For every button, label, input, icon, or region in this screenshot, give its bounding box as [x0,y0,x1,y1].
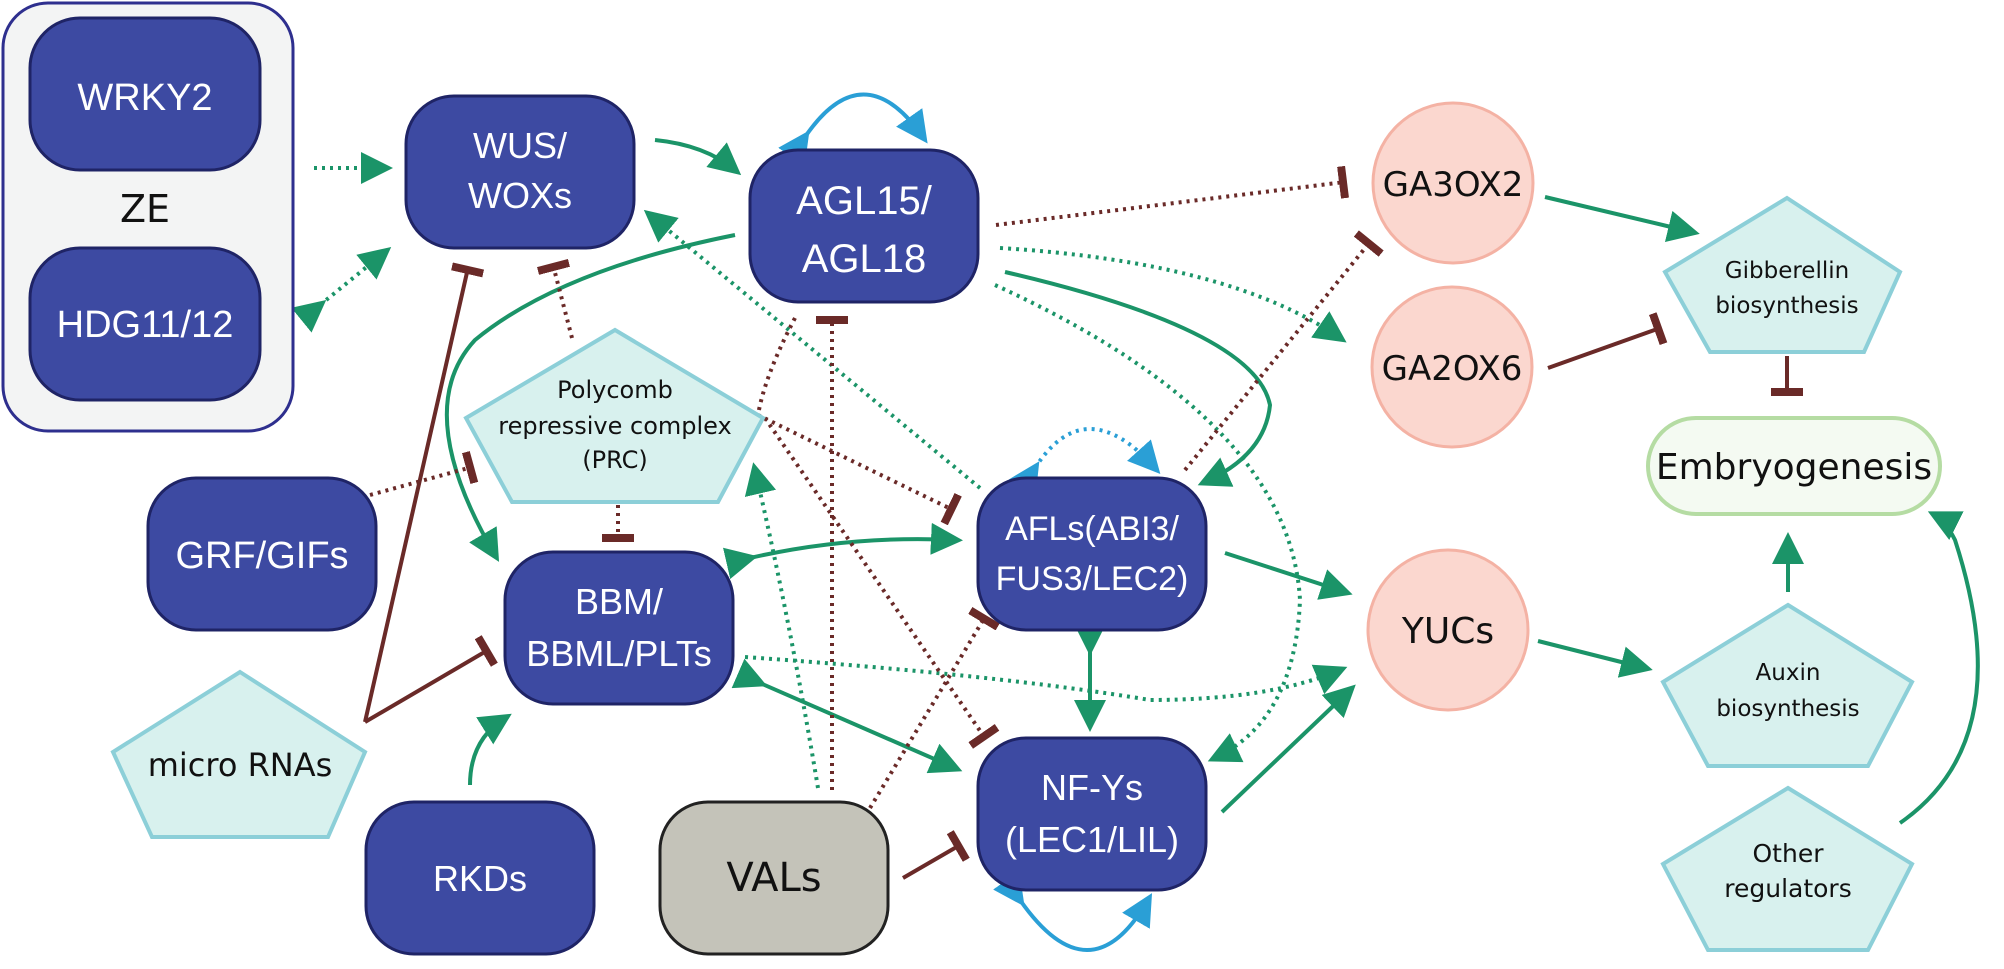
node-wus-label-2: WOXs [468,175,572,216]
node-yucs-label: YUCs [1401,611,1494,652]
edge-ga2ox6-gib [1547,312,1668,370]
node-gib-label-1: Gibberellin [1725,258,1849,284]
edge-agl-ga2ox6 [999,246,1347,343]
node-ga2ox6: GA2OX6 [1370,285,1534,449]
node-afl-label-1: AFLs(ABI3/ [1005,510,1179,548]
node-embryo-label: Embryogenesis [1656,447,1932,488]
node-hdg11-12: HDG11/12 [28,246,262,402]
node-prc-label-2: repressive complex [498,412,731,440]
edge-mirna-wus [363,262,485,723]
node-wus-label-1: WUS/ [473,125,567,166]
edge-yucs-auxin [1537,639,1653,678]
node-nfy-label-2: (LEC1/LIL) [1005,819,1179,860]
ze-group-label: ZE [120,187,170,231]
edge-bbm-nfy [731,658,963,774]
node-agl-label-1: AGL15/ [796,179,933,223]
edge-bbm-yucs [744,655,1348,703]
node-polycomb-repressive-complex: Polycomb repressive complex (PRC) [463,327,766,504]
node-nfy-label-1: NF-Ys [1041,767,1143,808]
edge-other-embryo [1898,511,1980,825]
edge-grf-prc [369,451,479,497]
edge-afl-yucs [1224,551,1353,600]
node-bbm-bbml-plts: BBM/ BBML/PLTs [503,550,735,706]
edge-afl-self [1008,427,1161,497]
node-agl15-agl18: AGL15/ AGL18 [748,148,980,304]
node-wus-woxs: WUS/ WOXs [404,94,636,250]
node-hdg11-12-label: HDG11/12 [57,304,234,346]
node-rkds: RKDs [364,800,596,956]
node-rkds-label: RKDs [433,858,527,899]
node-prc-label-1: Polycomb [557,376,673,404]
edge-agl-afl-repress [755,317,962,526]
edge-ze-wus-bidir [291,246,392,333]
node-ga2ox6-label: GA2OX6 [1382,349,1523,389]
node-vals-label: VALs [726,855,821,901]
node-afls: AFLs(ABI3/ FUS3/LEC2) [976,476,1208,632]
edge-nfy-self [993,871,1153,952]
edge-afl-ga3ox2 [1183,230,1384,472]
node-gib-label-2: biosynthesis [1715,293,1858,319]
node-yucs: YUCs [1366,548,1530,712]
node-mirna-label: micro RNAs [148,746,333,784]
node-vals: VALs [658,800,890,956]
node-prc-label-3: (PRC) [582,446,647,474]
edge-agl-nfy-repress [763,416,1000,749]
node-grf-gifs: GRF/GIFs [146,476,378,632]
edge-rkds-bbm [468,713,512,786]
edge-afl-bbm [723,522,963,579]
node-embryogenesis: Embryogenesis [1646,416,1942,516]
node-other-label-2: regulators [1724,874,1852,903]
edge-agl-bbm [444,233,736,562]
edge-vals-prc [744,462,820,789]
edge-agl-afl [1004,270,1273,487]
node-ga3ox2-label: GA3OX2 [1383,165,1524,205]
node-wrky2-label: WRKY2 [77,77,212,119]
edge-vals-nfy [901,830,970,880]
edge-mirna-bbm [363,635,498,724]
node-auxin-label-1: Auxin [1756,660,1821,686]
edge-vals-afl [868,607,1000,810]
edges [291,92,1980,952]
node-wrky2: WRKY2 [28,16,262,172]
edge-nfy-yucs [1220,684,1356,814]
node-grf-label: GRF/GIFs [175,535,348,577]
ze-group: WRKY2 ZE HDG11/12 [1,1,295,433]
node-other-regulators: Other regulators [1660,785,1915,952]
edge-wus-agl [654,138,742,176]
node-bbm-label-2: BBML/PLTs [526,633,711,674]
edge-agl-ga3ox2 [995,165,1349,227]
edge-prc-wus [537,259,574,339]
node-auxin-label-2: biosynthesis [1716,696,1859,722]
node-nf-ys: NF-Ys (LEC1/LIL) [976,736,1208,892]
node-micro-rnas: micro RNAs [110,669,368,839]
node-other-label-1: Other [1753,839,1825,868]
node-afl-label-2: FUS3/LEC2) [996,560,1189,598]
node-ga3ox2: GA3OX2 [1371,101,1535,265]
node-agl-label-2: AGL18 [802,237,927,281]
edge-agl-self [778,92,928,166]
edge-ga3ox2-gib [1544,195,1700,243]
node-bbm-label-1: BBM/ [575,581,663,622]
node-gibberellin-biosynthesis: Gibberellin biosynthesis [1662,195,1903,354]
node-auxin-biosynthesis: Auxin biosynthesis [1660,602,1915,768]
